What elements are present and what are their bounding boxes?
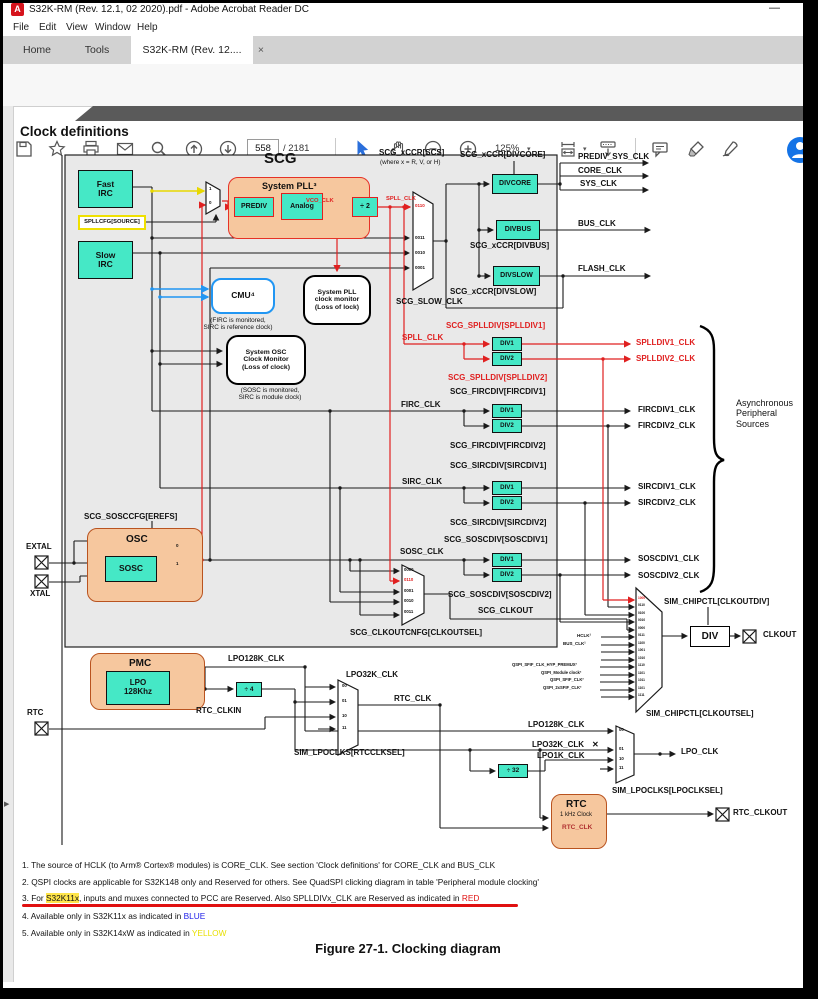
xtal-pin bbox=[34, 574, 49, 589]
viewport-background bbox=[75, 106, 803, 121]
screenshot-border bbox=[0, 0, 3, 999]
footnote-4-text: 4. Available only in S32K11x as indicate… bbox=[22, 911, 184, 921]
hand-icon[interactable] bbox=[389, 140, 407, 158]
footnote-2: 2. QSPI clocks are applicable for S32K14… bbox=[22, 877, 539, 887]
sim-clkout-mux bbox=[635, 586, 663, 714]
menu-window[interactable]: Window bbox=[95, 22, 131, 33]
fit-width-caret-icon[interactable]: ▾ bbox=[583, 146, 587, 153]
tab-document[interactable]: S32K-RM (Rev. 12.... bbox=[131, 36, 253, 64]
window-title: S32K-RM (Rev. 12.1, 02 2020).pdf - Adobe… bbox=[29, 4, 309, 15]
navigation-pane-collapsed[interactable] bbox=[3, 106, 14, 982]
star-icon[interactable] bbox=[48, 140, 66, 158]
tab-bar: Home Tools S32K-RM (Rev. 12.... × bbox=[3, 36, 803, 64]
scs-mux bbox=[412, 190, 434, 292]
toolbar: 558 / 2181 125% ▾ ▾ bbox=[3, 64, 813, 163]
rtc-pin bbox=[34, 721, 49, 736]
scg-clkout-mux bbox=[401, 564, 425, 627]
screenshot-border bbox=[0, 988, 818, 999]
spll-source-mux bbox=[205, 180, 221, 216]
expand-pane-icon[interactable]: ▶ bbox=[4, 801, 10, 808]
scroll-mode-icon[interactable] bbox=[599, 140, 617, 158]
red-underline-annotation bbox=[22, 904, 518, 907]
comment-icon[interactable] bbox=[651, 140, 669, 158]
footnote-4: 4. Available only in S32K11x as indicate… bbox=[22, 911, 205, 921]
zoom-level-select[interactable]: 125% bbox=[495, 143, 520, 154]
minimize-button[interactable]: — bbox=[769, 2, 780, 14]
mux-shapes bbox=[172, 180, 663, 784]
footnote-4-blue-word: BLUE bbox=[183, 911, 206, 921]
tab-home[interactable]: Home bbox=[22, 44, 51, 56]
menu-edit[interactable]: Edit bbox=[39, 22, 57, 33]
osc-bypass-mux bbox=[172, 537, 189, 581]
footnote-1: 1. The source of HCLK (to Arm® Cortex® m… bbox=[22, 860, 496, 870]
section-heading: Clock definitions bbox=[20, 124, 129, 139]
fit-width-icon[interactable] bbox=[559, 140, 577, 158]
menu-file[interactable]: File bbox=[13, 22, 30, 33]
footnote-3: 3. For S32K11x, inputs and muxes connect… bbox=[22, 893, 479, 903]
menu-help[interactable]: Help bbox=[137, 22, 158, 33]
toolbar-divider bbox=[635, 138, 636, 160]
sign-icon[interactable] bbox=[721, 140, 739, 158]
footnote-5-yellow-word: YELLOW bbox=[191, 928, 227, 938]
menu-view[interactable]: View bbox=[66, 22, 88, 33]
rtc-clkout-pin bbox=[715, 807, 730, 822]
extal-pin bbox=[34, 555, 49, 570]
print-icon[interactable] bbox=[82, 140, 100, 158]
acrobat-app-icon: A bbox=[11, 3, 24, 16]
zoom-caret-icon[interactable]: ▾ bbox=[527, 146, 531, 153]
footnote-3-text: , inputs and muxes connected to PCC are … bbox=[79, 893, 462, 903]
menu-bar: File Edit View Window Help bbox=[3, 20, 794, 36]
footnote-5: 5. Available only in S32K14xW as indicat… bbox=[22, 928, 226, 938]
page-total-label: / 2181 bbox=[283, 143, 310, 154]
footnote-3-text: 3. For bbox=[22, 893, 46, 903]
toolbar-divider bbox=[335, 138, 336, 160]
save-icon[interactable] bbox=[15, 140, 33, 158]
rtc-clk-mux bbox=[337, 679, 359, 756]
footnote-3-red-word: RED bbox=[461, 893, 480, 903]
async-sources-brace bbox=[699, 324, 725, 594]
tab-close-icon[interactable]: × bbox=[257, 44, 265, 56]
footnote-5-text: 5. Available only in S32K14xW as indicat… bbox=[22, 928, 192, 938]
highlighter-icon[interactable] bbox=[687, 140, 705, 158]
title-bar: A S32K-RM (Rev. 12.1, 02 2020).pdf - Ado… bbox=[3, 0, 794, 20]
clkout-pin bbox=[742, 629, 757, 644]
screenshot-border bbox=[0, 0, 818, 3]
screenshot-border bbox=[803, 0, 818, 999]
tab-tools[interactable]: Tools bbox=[84, 44, 110, 56]
footnote-3-highlight: S32K11x bbox=[45, 893, 80, 903]
lpo-clk-mux bbox=[615, 725, 635, 784]
figure-caption: Figure 27-1. Clocking diagram bbox=[315, 941, 501, 956]
